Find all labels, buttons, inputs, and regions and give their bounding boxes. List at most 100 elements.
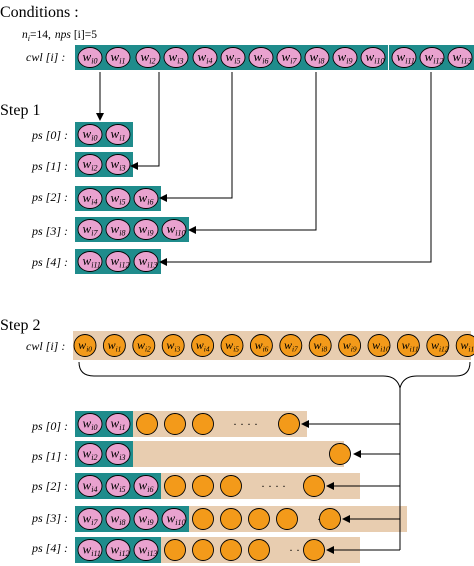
word-wi9: wi9 [133, 219, 159, 240]
svg-text:wi9: wi9 [338, 49, 353, 66]
word-wi11: wi11 [396, 334, 420, 357]
word-wi0: wi0 [77, 47, 103, 68]
svg-text:wi12: wi12 [111, 542, 130, 559]
word-wi13: wi13 [455, 334, 474, 357]
word-wi9: wi9 [338, 334, 362, 357]
word-wi12: wi12 [105, 251, 131, 272]
word-wi1: wi1 [105, 124, 131, 145]
slot-circle [136, 413, 158, 435]
word-wi6: wi6 [133, 188, 159, 209]
arrow-group3-to-ps3 [188, 72, 317, 234]
word-wi4: wi4 [192, 47, 218, 68]
word-wi11: wi11 [391, 47, 417, 68]
word-wi10: wi10 [161, 219, 187, 240]
word-wi3: wi3 [105, 154, 131, 175]
word-wi2: wi2 [132, 334, 156, 357]
ps4-label-step1: ps [4] : [31, 255, 68, 269]
svg-text:wi0: wi0 [78, 338, 92, 353]
word-wi9: wi9 [332, 47, 358, 68]
slot-circle [164, 413, 186, 435]
word-wi5: wi5 [105, 475, 131, 497]
svg-text:wi2: wi2 [141, 49, 156, 66]
word-wi5: wi5 [220, 334, 244, 357]
svg-text:wi6: wi6 [139, 478, 154, 495]
word-wi7: wi7 [77, 508, 103, 530]
svg-text:wi1: wi1 [111, 126, 126, 143]
svg-text:wi4: wi4 [196, 338, 210, 353]
arrow-group1-to-ps1 [130, 72, 160, 170]
svg-text:wi8: wi8 [111, 511, 126, 528]
arrow-group2-to-ps2 [159, 72, 233, 202]
word-wi8: wi8 [304, 47, 330, 68]
svg-text:wi6: wi6 [255, 338, 269, 353]
word-wi12: wi12 [105, 539, 131, 561]
svg-text:wi10: wi10 [167, 511, 186, 528]
word-wi12: wi12 [426, 334, 450, 357]
ps1-label-step2: ps [1] : [31, 449, 68, 463]
slot-circle [164, 475, 186, 497]
word-wi13: wi13 [447, 47, 473, 68]
word-wi7: wi7 [276, 47, 302, 68]
svg-text:wi12: wi12 [431, 338, 449, 353]
svg-text:wi4: wi4 [83, 478, 98, 495]
slot-circle [248, 508, 270, 530]
word-wi6: wi6 [133, 475, 159, 497]
ps3-label-step2: ps [3] : [31, 511, 68, 525]
word-wi5: wi5 [105, 188, 131, 209]
svg-text:wi2: wi2 [83, 156, 98, 173]
word-wi1: wi1 [102, 334, 126, 357]
ps2-label-step1: ps [2] : [31, 190, 68, 204]
word-wi1: wi1 [105, 47, 131, 68]
word-wi3: wi3 [161, 334, 185, 357]
svg-text:wi4: wi4 [198, 49, 213, 66]
ps0-step2-buffer [133, 411, 307, 437]
svg-text:wi2: wi2 [137, 338, 151, 353]
word-wi11: wi11 [77, 539, 103, 561]
svg-text:wi8: wi8 [111, 221, 126, 238]
svg-text:wi5: wi5 [225, 338, 239, 353]
word-wi13: wi13 [133, 539, 159, 561]
svg-text:wi12: wi12 [111, 253, 130, 270]
ps0-label-step2: ps [0] : [31, 419, 68, 433]
word-wi10: wi10 [161, 508, 187, 530]
svg-text:wi9: wi9 [343, 338, 357, 353]
slot-circle [192, 413, 214, 435]
ps1-label-step1: ps [1] : [31, 159, 68, 173]
arrow-group4-to-ps4 [159, 72, 432, 266]
word-wi3: wi3 [105, 443, 131, 465]
slot-circle [278, 413, 300, 435]
word-wi7: wi7 [77, 219, 103, 240]
word-wi10: wi10 [367, 334, 391, 357]
svg-text:wi7: wi7 [282, 49, 298, 66]
slot-circle [303, 475, 325, 497]
slot-circle [192, 539, 214, 561]
cwl-label-top: cwl [i] : [26, 50, 65, 64]
svg-text:wi11: wi11 [397, 49, 415, 66]
svg-text:wi12: wi12 [425, 49, 444, 66]
word-wi10: wi10 [360, 47, 386, 68]
slot-circle [192, 475, 214, 497]
word-wi1: wi1 [105, 413, 131, 435]
svg-text:wi3: wi3 [169, 49, 184, 66]
svg-text:wi5: wi5 [111, 478, 126, 495]
ps0-label-step1: ps [0] : [31, 128, 68, 142]
word-wi5: wi5 [220, 47, 246, 68]
svg-text:wi6: wi6 [139, 190, 154, 207]
ellipsis: · · · · [261, 479, 286, 493]
svg-text:wi1: wi1 [108, 338, 122, 353]
svg-text:wi0: wi0 [83, 126, 98, 143]
svg-text:wi5: wi5 [111, 190, 126, 207]
word-wi8: wi8 [105, 219, 131, 240]
word-wi6: wi6 [248, 47, 274, 68]
svg-text:wi8: wi8 [313, 338, 327, 353]
svg-text:wi10: wi10 [366, 49, 385, 66]
slot-circle [220, 539, 242, 561]
word-wi8: wi8 [308, 334, 332, 357]
svg-text:wi13: wi13 [460, 338, 474, 353]
svg-text:wi13: wi13 [139, 542, 158, 559]
slot-circle [329, 443, 351, 465]
word-wi3: wi3 [163, 47, 189, 68]
